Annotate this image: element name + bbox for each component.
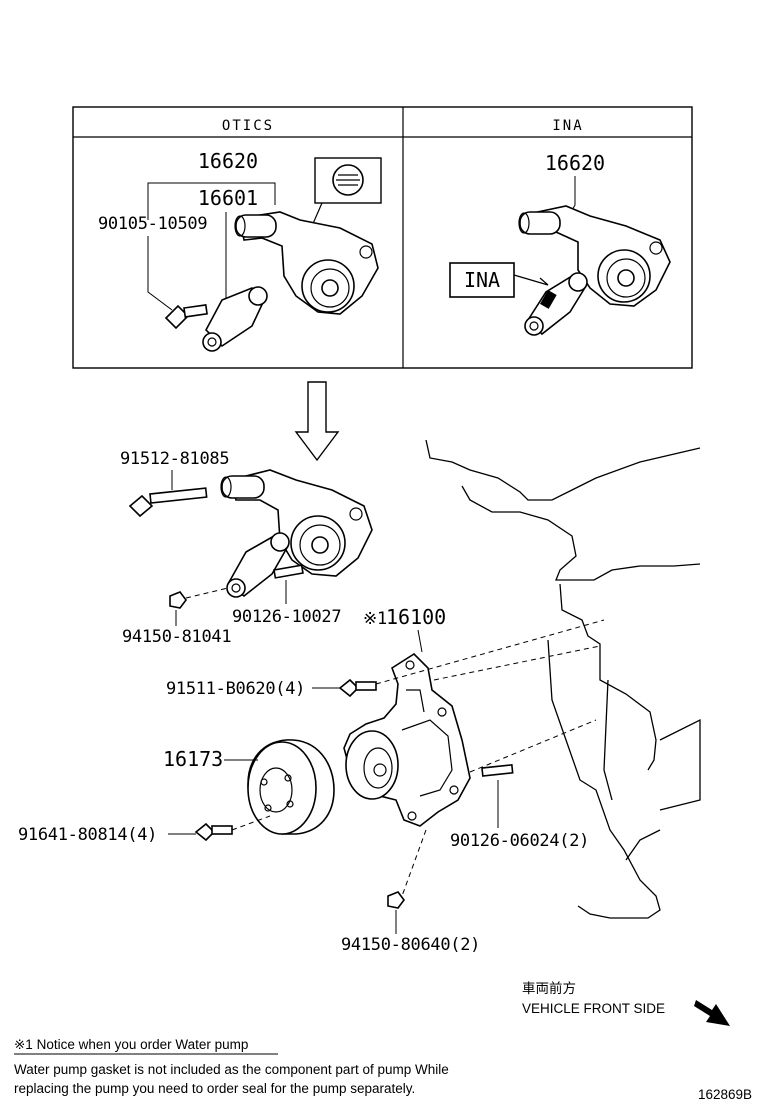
tensioner-assembly <box>128 469 373 609</box>
callout-pump-nuts: 94150-80640(2) <box>341 935 480 955</box>
down-arrow-icon <box>294 381 340 462</box>
notice-line-2: replacing the pump you need to order sea… <box>14 1081 415 1096</box>
callout-nut: 94150-81041 <box>122 627 231 647</box>
engine-block-outline <box>425 439 701 919</box>
callout-pump: 16100 <box>386 605 446 629</box>
ina-header: INA <box>552 118 583 134</box>
notice-block: ※1 Notice when you order Water pump Wate… <box>14 1037 449 1096</box>
otics-tensioner-drawing: 16620 16601 90105-10509 <box>98 149 382 352</box>
pump-stud <box>481 763 514 777</box>
notice-title: ※1 Notice when you order Water pump <box>14 1037 248 1052</box>
ina-brand-label: INA <box>464 268 500 292</box>
front-direction-arrow-icon <box>694 1000 730 1026</box>
otics-part-16601: 16601 <box>198 186 258 210</box>
notice-line-1: Water pump gasket is not included as the… <box>14 1062 449 1077</box>
variant-table: OTICS INA 16620 16601 90105-10509 <box>72 106 693 369</box>
callout-stud: 90126-10027 <box>232 607 341 627</box>
otics-header: OTICS <box>222 118 274 134</box>
ina-part-16620: 16620 <box>545 151 605 175</box>
ina-tensioner-drawing: 16620 INA <box>449 151 671 336</box>
callout-bolt-long: 91512-81085 <box>120 449 229 469</box>
callout-pulley-bolts: 91641-80814(4) <box>18 825 157 845</box>
vehicle-front-en-label: VEHICLE FRONT SIDE <box>522 1001 665 1016</box>
diagram-id: 162869B <box>698 1087 752 1102</box>
otics-part-16620: 16620 <box>198 149 258 173</box>
otics-part-bolt: 90105-10509 <box>98 214 207 234</box>
callout-pump-bolts: 91511-B0620(4) <box>166 679 305 699</box>
callout-pump-studs: 90126-06024(2) <box>450 831 589 851</box>
callout-pump-marker: ※1 <box>363 609 387 629</box>
pump-nut <box>387 829 427 909</box>
vehicle-front-jp-label: 車両前方 <box>522 980 576 996</box>
callout-pulley: 16173 <box>163 747 223 771</box>
pump-pulley <box>194 739 335 842</box>
water-pump <box>338 619 605 827</box>
